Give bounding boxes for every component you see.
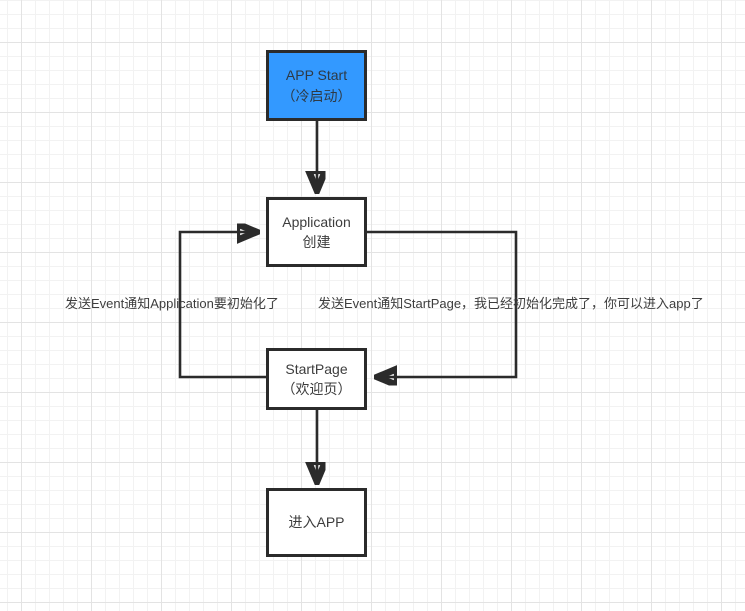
node-startpage-line2: （欢迎页） <box>281 381 352 397</box>
node-app-start-line1: APP Start <box>285 67 348 84</box>
node-startpage[interactable]: StartPage （欢迎页） <box>266 348 367 410</box>
node-enter-app[interactable]: 进入APP <box>266 488 367 557</box>
edge-label-left: 发送Event通知Application要初始化了 <box>65 296 279 311</box>
node-startpage-line1: StartPage <box>285 360 348 377</box>
node-enter-app-line1: 进入APP <box>288 514 345 531</box>
node-application[interactable]: Application 创建 <box>266 197 367 267</box>
node-application-line1: Application <box>282 213 351 230</box>
edge-label-right: 发送Event通知StartPage，我已经初始化完成了，你可以进入app了 <box>318 296 704 311</box>
node-app-start[interactable]: APP Start （冷启动） <box>266 50 367 121</box>
node-app-start-line2: （冷启动） <box>281 87 352 104</box>
node-application-line2: 创建 <box>302 234 331 250</box>
